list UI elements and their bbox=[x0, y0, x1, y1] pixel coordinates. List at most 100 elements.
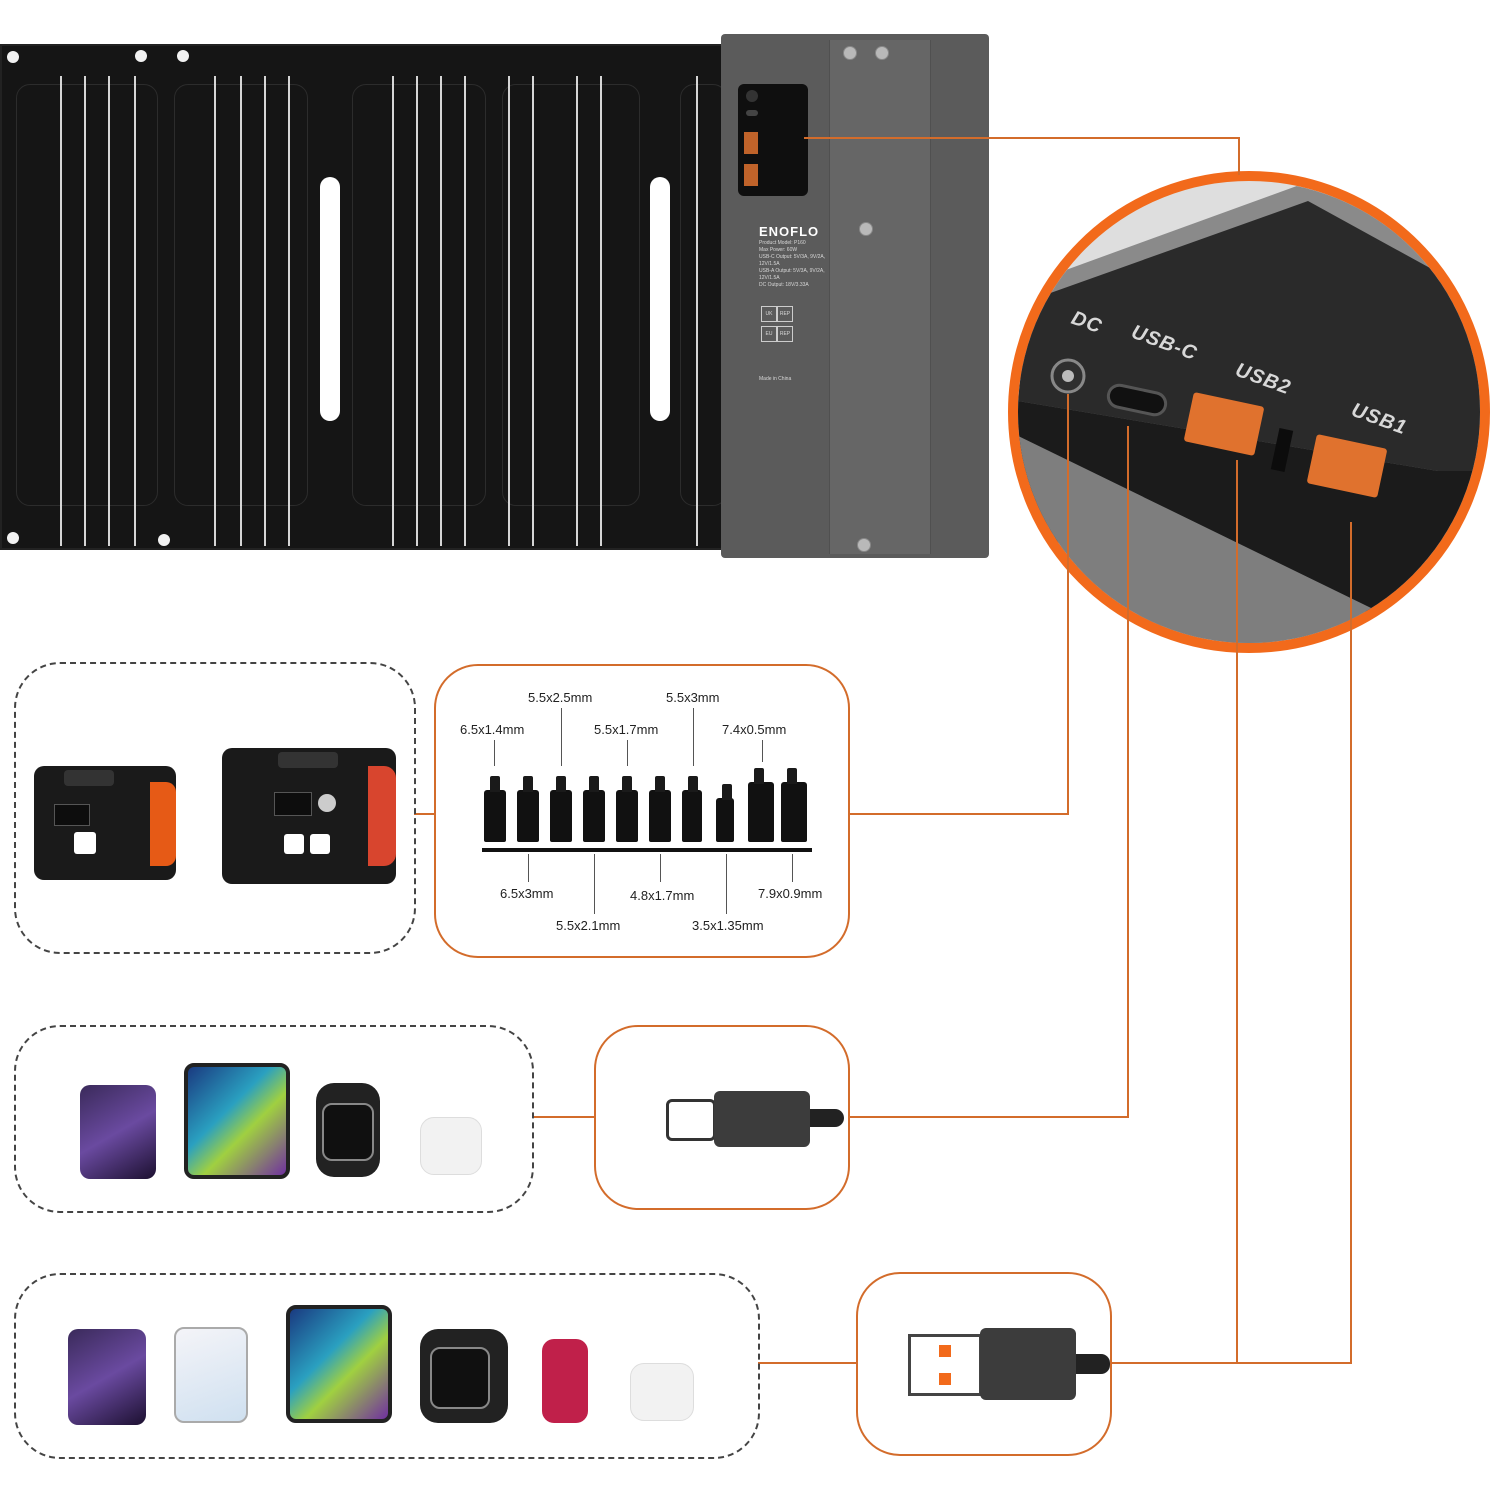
usb-a-cable-box bbox=[856, 1272, 1112, 1456]
row1-link-line bbox=[414, 813, 436, 815]
ac-outlet-icon bbox=[74, 832, 96, 854]
ac-outlet-icon bbox=[284, 834, 304, 854]
tip-leader bbox=[726, 854, 727, 914]
dc-tip-icon bbox=[550, 776, 572, 842]
busbar bbox=[416, 76, 418, 546]
spec-line: USB-C Output: 5V/3A, 9V/2A, 12V/1.5A bbox=[759, 254, 826, 267]
tip-label-bottom: 3.5x1.35mm bbox=[692, 918, 764, 933]
grommet bbox=[135, 50, 147, 62]
tip-label-bottom: 6.5x3mm bbox=[500, 886, 554, 901]
fitness-band-icon bbox=[542, 1339, 588, 1423]
wireless-pad bbox=[64, 770, 114, 786]
tip-label-top: 5.5x2.5mm bbox=[528, 690, 593, 705]
usb-a-port-icon bbox=[744, 132, 758, 154]
cable-strain-relief bbox=[810, 1109, 844, 1127]
tip-label-bottom: 5.5x2.1mm bbox=[556, 918, 621, 933]
connector-line bbox=[1238, 137, 1240, 175]
display-screen bbox=[274, 792, 312, 816]
fabric-back-panel: ENOFLO Product Model: P160 Max Power: 60… bbox=[721, 34, 989, 558]
usb-c-device-group bbox=[14, 1025, 534, 1213]
tip-leader bbox=[494, 740, 495, 766]
dc-tip-icon bbox=[517, 776, 539, 842]
power-button-icon bbox=[318, 794, 336, 812]
dc-tip-icon bbox=[781, 768, 807, 842]
cert-rep: REP bbox=[777, 306, 793, 322]
smartwatch-icon bbox=[420, 1329, 508, 1423]
ac-outlet-icon bbox=[310, 834, 330, 854]
dc-tip-icon bbox=[716, 784, 734, 842]
output-port-box bbox=[738, 84, 808, 196]
cell-frame bbox=[352, 84, 486, 506]
spec-line: Product Model: P160 bbox=[759, 240, 806, 246]
watch-face bbox=[322, 1103, 374, 1161]
usb-a-plug-icon bbox=[908, 1334, 982, 1396]
port-closeup-svg bbox=[1018, 181, 1480, 643]
earbuds-icon bbox=[420, 1117, 482, 1175]
tip-leader bbox=[561, 708, 562, 766]
solar-panel bbox=[0, 44, 727, 550]
grommet bbox=[158, 534, 170, 546]
spec-label: Product Model: P160 Max Power: 60W USB-C… bbox=[759, 240, 833, 289]
busbar bbox=[108, 76, 110, 546]
carry-handle-slot bbox=[650, 177, 670, 421]
tip-label-top: 5.5x1.7mm bbox=[594, 722, 659, 737]
busbar bbox=[214, 76, 216, 546]
tablet-icon bbox=[184, 1063, 290, 1179]
busbar bbox=[532, 76, 534, 546]
phone-icon bbox=[68, 1329, 146, 1425]
cert-uk: UK bbox=[761, 306, 777, 322]
connector-line bbox=[804, 137, 1240, 139]
grommet bbox=[7, 532, 19, 544]
rivet bbox=[875, 46, 889, 60]
tip-rail bbox=[482, 848, 812, 852]
usb1-connector-line bbox=[1350, 522, 1352, 1364]
usb-c-plug-icon bbox=[666, 1099, 716, 1141]
busbar bbox=[440, 76, 442, 546]
red-side-panel bbox=[368, 766, 396, 866]
dc-tip-icon bbox=[682, 776, 702, 842]
phone-2-icon bbox=[174, 1327, 248, 1423]
dc-tip-icon bbox=[484, 776, 506, 842]
rivet bbox=[859, 222, 873, 236]
cell-frame bbox=[502, 84, 640, 506]
rivet bbox=[843, 46, 857, 60]
earbuds-icon bbox=[630, 1363, 694, 1421]
grommet bbox=[7, 51, 19, 63]
busbar bbox=[392, 76, 394, 546]
rivet bbox=[857, 538, 871, 552]
busbar bbox=[60, 76, 62, 546]
dc-tip-icon bbox=[748, 768, 774, 842]
brand-logo: ENOFLO bbox=[759, 224, 820, 239]
dc-tip-icon bbox=[583, 776, 605, 842]
tip-leader bbox=[594, 854, 595, 914]
power-station-large-icon bbox=[222, 748, 396, 884]
power-station-small-icon bbox=[34, 766, 176, 880]
busbar bbox=[288, 76, 290, 546]
dc-connector-line bbox=[1067, 394, 1069, 814]
usb-a-pin bbox=[939, 1345, 951, 1357]
cert-eu: EU bbox=[761, 326, 777, 342]
tip-label-bottom: 7.9x0.9mm bbox=[758, 886, 823, 901]
busbar bbox=[264, 76, 266, 546]
usb-a-housing bbox=[980, 1328, 1076, 1400]
usb-c-housing bbox=[714, 1091, 810, 1147]
wireless-pad bbox=[278, 752, 338, 768]
usb-c-connector-line bbox=[1127, 426, 1129, 1118]
busbar bbox=[134, 76, 136, 546]
usb2-connector-line bbox=[1236, 460, 1238, 1364]
tablet-icon bbox=[286, 1305, 392, 1423]
usb-c-connector-line bbox=[849, 1116, 1129, 1118]
busbar bbox=[600, 76, 602, 546]
dc-port-icon bbox=[746, 90, 758, 102]
tip-leader bbox=[528, 854, 529, 882]
smartwatch-icon bbox=[316, 1083, 380, 1177]
carry-handle-slot bbox=[320, 177, 340, 421]
phone-icon bbox=[80, 1085, 156, 1179]
tip-label-bottom: 4.8x1.7mm bbox=[630, 888, 695, 903]
busbar bbox=[240, 76, 242, 546]
busbar bbox=[464, 76, 466, 546]
cell-frame bbox=[680, 84, 727, 506]
tip-leader bbox=[660, 854, 661, 882]
usb-c-port-icon bbox=[746, 110, 758, 116]
busbar bbox=[696, 76, 698, 546]
